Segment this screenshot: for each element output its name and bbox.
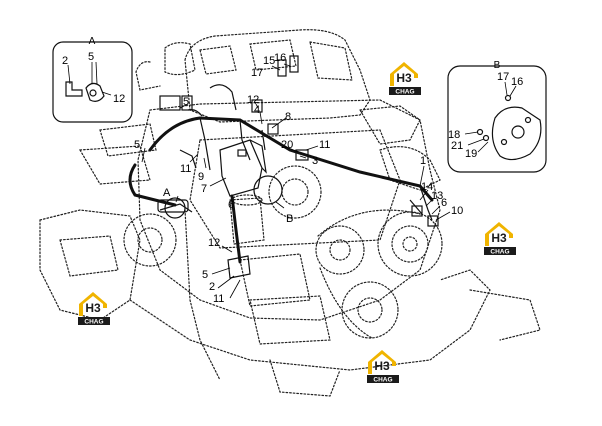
watermark-subtitle: CHAG <box>395 89 414 96</box>
inset-a-callout-2: 2 <box>62 55 68 67</box>
inset-b-label: B <box>494 60 501 71</box>
callout-11c: 11 <box>213 293 224 305</box>
watermark-logo-2: H3 CHAG <box>484 222 516 256</box>
inset-b-callout-17: 17 <box>497 71 509 83</box>
callout-B: B <box>286 213 293 225</box>
inset-a-clip <box>85 82 105 102</box>
callout-9: 9 <box>198 171 204 183</box>
watermark-subtitle: CHAG <box>84 319 103 326</box>
detail-a-marker <box>164 197 186 219</box>
inset-a-bolt <box>89 89 97 97</box>
callout-3: 3 <box>312 155 318 167</box>
callout-12: 12 <box>247 94 259 106</box>
harness-left-run <box>128 163 177 207</box>
inset-a-bracket <box>65 81 83 97</box>
callout-5: 5 <box>183 96 189 108</box>
callout-8: 8 <box>285 111 291 123</box>
inset-b-callout-16: 16 <box>511 76 523 88</box>
callouts: 15 16 17 12 4 5 8 5 11 9 20 3 11 7 6 1 1… <box>134 52 463 305</box>
inset-a-callout-5: 5 <box>88 51 94 63</box>
callout-5b: 5 <box>134 139 140 151</box>
callout-11b: 11 <box>319 139 330 151</box>
inset-b-callout-19: 19 <box>465 148 477 160</box>
watermark-subtitle: CHAG <box>490 249 509 256</box>
inset-b-screw <box>504 94 512 102</box>
inset-a-frame <box>52 41 133 123</box>
harness-down-run <box>230 194 242 264</box>
watermark-letters: H3 <box>396 71 412 85</box>
callout-13: 13 <box>431 190 443 202</box>
inset-b-callout-21: 21 <box>451 140 463 152</box>
inset-a: A 2 5 12 <box>52 36 133 123</box>
inset-b-plate <box>491 106 542 161</box>
watermark-logo-4: H3 CHAG <box>367 350 399 384</box>
callout-10: 10 <box>451 205 463 217</box>
callout-17: 17 <box>251 67 263 79</box>
callout-A: A <box>163 187 171 199</box>
watermark-letters: H3 <box>374 359 390 373</box>
callout-2: 2 <box>209 281 215 293</box>
alternator-pulley <box>315 225 365 275</box>
engine-outline <box>39 29 541 397</box>
starter-motor <box>229 197 265 245</box>
callout-14: 14 <box>421 181 433 193</box>
callout-7: 7 <box>201 183 207 195</box>
inset-b: B 17 16 18 21 19 <box>447 60 547 173</box>
watermark-logo-3: H3 CHAG <box>78 292 110 326</box>
inset-a-label: A <box>89 36 96 47</box>
callout-6b: 6 <box>441 197 447 209</box>
callout-12b: 12 <box>208 237 220 249</box>
watermark-subtitle: CHAG <box>373 377 392 384</box>
inset-b-callout-18: 18 <box>448 129 460 141</box>
callout-4: 4 <box>254 104 260 116</box>
callout-5c: 5 <box>202 269 208 281</box>
front-pulley <box>377 211 443 277</box>
harness-clamp-a <box>157 199 189 213</box>
control-box <box>219 139 263 197</box>
leader-lines <box>141 63 451 299</box>
watermark-logo-1: H3 CHAG <box>389 62 421 96</box>
callout-1: 1 <box>420 155 426 167</box>
harness-main-run <box>148 116 434 202</box>
callout-16: 16 <box>274 52 286 64</box>
callout-20: 20 <box>281 139 293 151</box>
watermark-letters: H3 <box>85 301 101 315</box>
wiring-harness <box>128 55 439 279</box>
callout-11: 11 <box>180 163 191 175</box>
callout-15: 15 <box>263 55 275 67</box>
inset-a-callout-12: 12 <box>113 93 125 105</box>
callout-6: 6 <box>228 199 234 211</box>
detail-b-marker <box>253 175 283 205</box>
turbocharger <box>268 165 322 219</box>
inset-b-frame <box>447 65 547 173</box>
watermark-letters: H3 <box>491 231 507 245</box>
inset-b-boss <box>511 125 525 139</box>
